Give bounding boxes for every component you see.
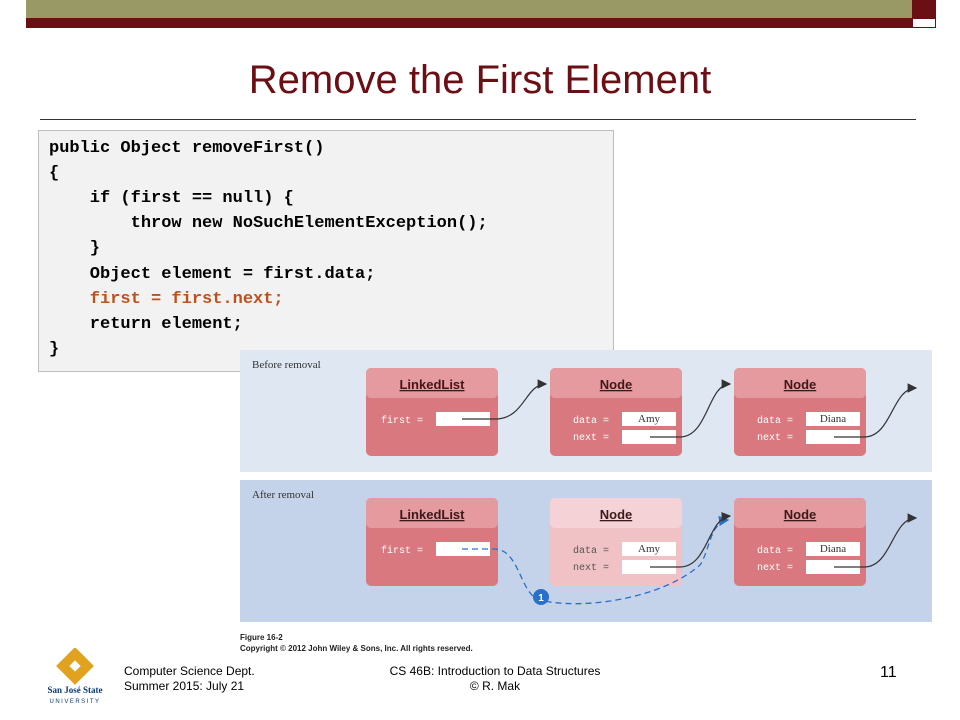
step-marker-circle [533,589,549,605]
code-block: public Object removeFirst() { if (first … [38,130,614,372]
data-field-label: data = [757,415,793,427]
title-divider [40,119,916,120]
slide-title: Remove the First Element [248,58,712,102]
node-title: Node [600,377,633,392]
node-amy-after-removed: Node data = Amy next = [550,498,682,586]
university-logo: San José State UNIVERSITY [47,648,103,705]
linkedlist-box-before: LinkedList first = [366,368,498,456]
footer-dept: Computer Science Dept. Summer 2015: July… [124,664,255,694]
next-field-label: next = [757,563,793,574]
footer-course: CS 46B: Introduction to Data Structures … [380,664,610,694]
figure-caption: Figure 16-2 Copyright © 2012 John Wiley … [240,632,473,654]
linkedlist-box-after: LinkedList first = [366,498,498,586]
code-line: if (first == null) { [49,189,294,208]
next-pointer-arrow [834,383,918,438]
node-amy-before: Node data = Amy next = [550,368,682,456]
figure-caption-title: Figure 16-2 [240,633,283,642]
node-title: Node [784,377,817,392]
logo-text-university: UNIVERSITY [49,699,100,705]
next-pointer-arrow [650,379,732,438]
next-pointer-arrow [650,511,732,568]
figure-caption-copyright: Copyright © 2012 John Wiley & Sons, Inc.… [240,644,473,653]
node-value: Diana [820,413,846,425]
node-diana-after: Node data = Diana next = [734,498,866,586]
node-title: Node [600,507,633,522]
code-line: } [49,340,60,359]
next-field-label: next = [573,433,609,444]
first-field-label: first = [381,545,423,557]
page-number: 11 [880,664,897,681]
code-line: return element; [49,315,243,334]
next-field-label: next = [573,563,609,574]
updated-first-pointer-arrow [462,515,730,605]
next-field-label: next = [757,433,793,444]
code-line: public Object removeFirst() [49,139,325,158]
corner-decor-box-outline [912,18,936,28]
data-field-label: data = [573,545,609,557]
code-line: } [49,239,101,258]
linkedlist-title: LinkedList [399,377,465,392]
footer-dept-line: Computer Science Dept. [124,664,255,678]
node-title: Node [784,507,817,522]
before-label: Before removal [252,359,321,371]
footer-course-line: CS 46B: Introduction to Data Structures [389,664,601,678]
top-decor-bar [26,0,912,18]
corner-decor-box [912,0,936,18]
node-value: Amy [638,413,661,425]
next-pointer-arrow [834,513,918,568]
footer-author-line: © R. Mak [469,679,521,693]
logo-text-name: San José State [47,685,102,695]
data-field-label: data = [757,545,793,557]
node-diana-before: Node data = Diana next = [734,368,866,456]
code-line: { [49,164,60,183]
first-pointer-arrow [462,379,548,420]
node-value: Amy [638,543,661,555]
linked-list-figure: Before removal LinkedList first = Node d… [240,350,932,622]
node-value: Diana [820,543,846,555]
linkedlist-title: LinkedList [399,507,465,522]
data-field-label: data = [573,415,609,427]
top-decor-line [26,18,912,28]
step-marker-number: 1 [538,593,544,604]
code-line-highlighted: first = first.next; [49,290,284,309]
after-label: After removal [252,489,314,501]
code-line: Object element = first.data; [49,265,376,284]
first-field-label: first = [381,415,423,427]
code-line: throw new NoSuchElementException(); [49,214,488,233]
footer-date-line: Summer 2015: July 21 [124,679,245,693]
